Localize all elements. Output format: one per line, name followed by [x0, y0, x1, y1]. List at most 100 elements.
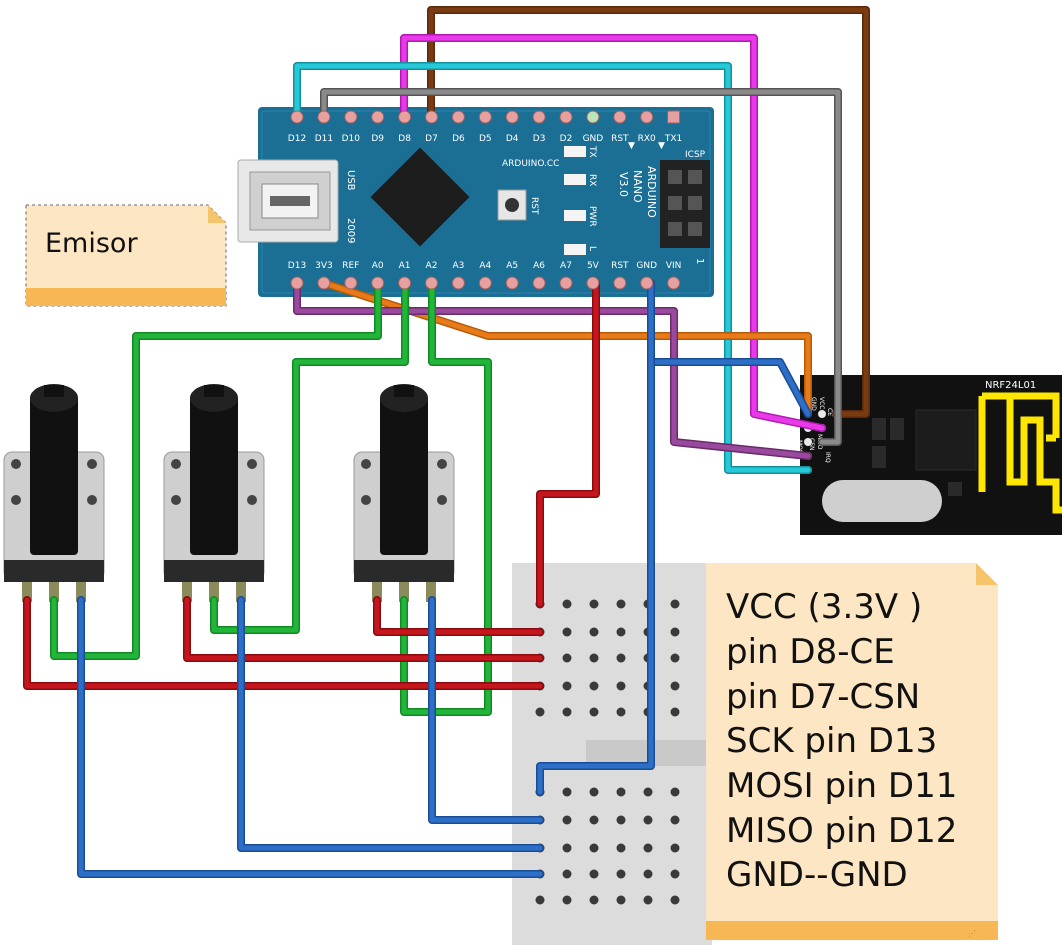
potentiometer-1[interactable] [3, 384, 105, 602]
pin-pad[interactable] [478, 110, 492, 124]
potentiometer-3[interactable] [353, 384, 455, 602]
svg-text:▼: ▼ [658, 141, 665, 151]
pin-pad[interactable] [371, 276, 385, 290]
pin-pad[interactable] [505, 110, 519, 124]
breadboard-hole [643, 895, 653, 905]
pin-pad[interactable] [505, 276, 519, 290]
led-rx [564, 174, 586, 185]
breadboard-hole [589, 627, 599, 637]
nrf-pin-gnd: GND [810, 397, 817, 411]
pin-pad[interactable] [613, 276, 627, 290]
breadboard-hole [535, 707, 545, 717]
icsp-label: ICSP [685, 150, 706, 160]
nrf-pin-sck: SCK [788, 440, 795, 453]
pin-pad[interactable] [559, 110, 573, 124]
rx-label: RX [587, 174, 597, 186]
pin-note-line-5: MOSI pin D11 [726, 766, 957, 806]
breadboard-hole [589, 681, 599, 691]
breadboard-hole [670, 869, 680, 879]
breadboard-hole [616, 869, 626, 879]
breadboard-hole [562, 787, 572, 797]
breadboard-hole [562, 653, 572, 663]
icsp-pin [668, 170, 682, 184]
pin-label-top: RX0 [638, 134, 656, 144]
pin-pad[interactable] [344, 110, 358, 124]
pin-note-line-2: pin D8-CE [726, 632, 895, 672]
pin-note-line-3: pin D7-CSN [726, 677, 920, 717]
pin-pad[interactable] [451, 276, 465, 290]
breadboard-hole [562, 869, 572, 879]
pin-pad[interactable] [586, 276, 600, 290]
pin-pad[interactable] [398, 276, 412, 290]
pin-pad[interactable] [478, 276, 492, 290]
microcontroller-chip [370, 147, 470, 247]
breadboard-hole [616, 843, 626, 853]
pin-pad[interactable] [425, 110, 438, 124]
pin-pad[interactable] [532, 110, 546, 124]
breadboard-hole [589, 599, 599, 609]
tx-label: TX [587, 145, 597, 158]
nrf-chip [915, 409, 977, 471]
nrf-pin-vcc: VCC [818, 397, 825, 409]
pin-pad[interactable] [398, 110, 412, 124]
potentiometer-2[interactable] [163, 384, 265, 602]
pin-label-bottom: A4 [479, 261, 491, 271]
breadboard-hole [562, 843, 572, 853]
pin-label-top: TX1 [664, 134, 682, 144]
breadboard-hole [670, 787, 680, 797]
pin-pad[interactable] [425, 276, 438, 290]
breadboard-hole [616, 895, 626, 905]
pin-label-bottom: A7 [560, 261, 572, 271]
brand-label: ARDUINO.CC [502, 159, 559, 169]
pin-pad[interactable] [371, 110, 385, 124]
pin-pad[interactable] [640, 110, 654, 124]
pin-pad[interactable] [290, 276, 304, 290]
breadboard-hole [643, 869, 653, 879]
pin-note: ⋰ VCC (3.3V ) pin D8-CE pin D7-CSN SCK p… [706, 563, 998, 940]
breadboard-hole [616, 599, 626, 609]
pin-pad[interactable] [586, 110, 600, 124]
pin-pad[interactable] [667, 110, 681, 124]
icsp-pin [688, 170, 702, 184]
breadboard-hole [670, 653, 680, 663]
pin-label-bottom: 3V3 [315, 261, 333, 271]
year-label: 2009 [345, 218, 356, 243]
pin-pad[interactable] [317, 110, 331, 124]
pin-note-line-7: GND--GND [726, 855, 908, 895]
pin-pad[interactable] [559, 276, 573, 290]
wire-red-pot1-vcc [23, 596, 544, 690]
icsp-pin [688, 196, 702, 210]
emisor-note: Emisor [25, 204, 227, 307]
breadboard-hole [616, 787, 626, 797]
usb-connector [237, 159, 339, 243]
svg-text:⋰: ⋰ [968, 929, 976, 938]
pin-pad[interactable] [667, 276, 681, 290]
pin-label-bottom: 5V [587, 261, 600, 271]
icsp-pin [688, 222, 702, 236]
breadboard [512, 563, 712, 945]
reset-button[interactable] [497, 189, 527, 221]
pin-note-line-6: MISO pin D12 [726, 811, 957, 851]
arduino-nano: USB 2009 RST ARDUINO.CC TX RX PWR L ARDU… [237, 107, 714, 297]
pin-pad[interactable] [613, 110, 627, 124]
breadboard-hole [616, 815, 626, 825]
wire-red-5v-breadboard [536, 279, 600, 608]
led-l [564, 244, 586, 255]
icsp-pin [668, 196, 682, 210]
rst-label: RST [529, 197, 539, 215]
breadboard-hole [616, 707, 626, 717]
svg-text:▼: ▼ [628, 141, 635, 151]
breadboard-hole [670, 681, 680, 691]
pin-pad[interactable] [532, 276, 546, 290]
pin-pad[interactable] [344, 276, 358, 290]
icsp-header [660, 160, 710, 248]
pin-pad[interactable] [451, 110, 465, 124]
pin-pad[interactable] [317, 276, 331, 290]
pin-pad[interactable] [640, 276, 654, 290]
breadboard-hole [589, 895, 599, 905]
pin-pad[interactable] [290, 110, 304, 124]
breadboard-hole [589, 653, 599, 663]
pin-note-line-1: VCC (3.3V ) [726, 587, 922, 627]
nrf-title: NRF24L01 [985, 380, 1036, 391]
